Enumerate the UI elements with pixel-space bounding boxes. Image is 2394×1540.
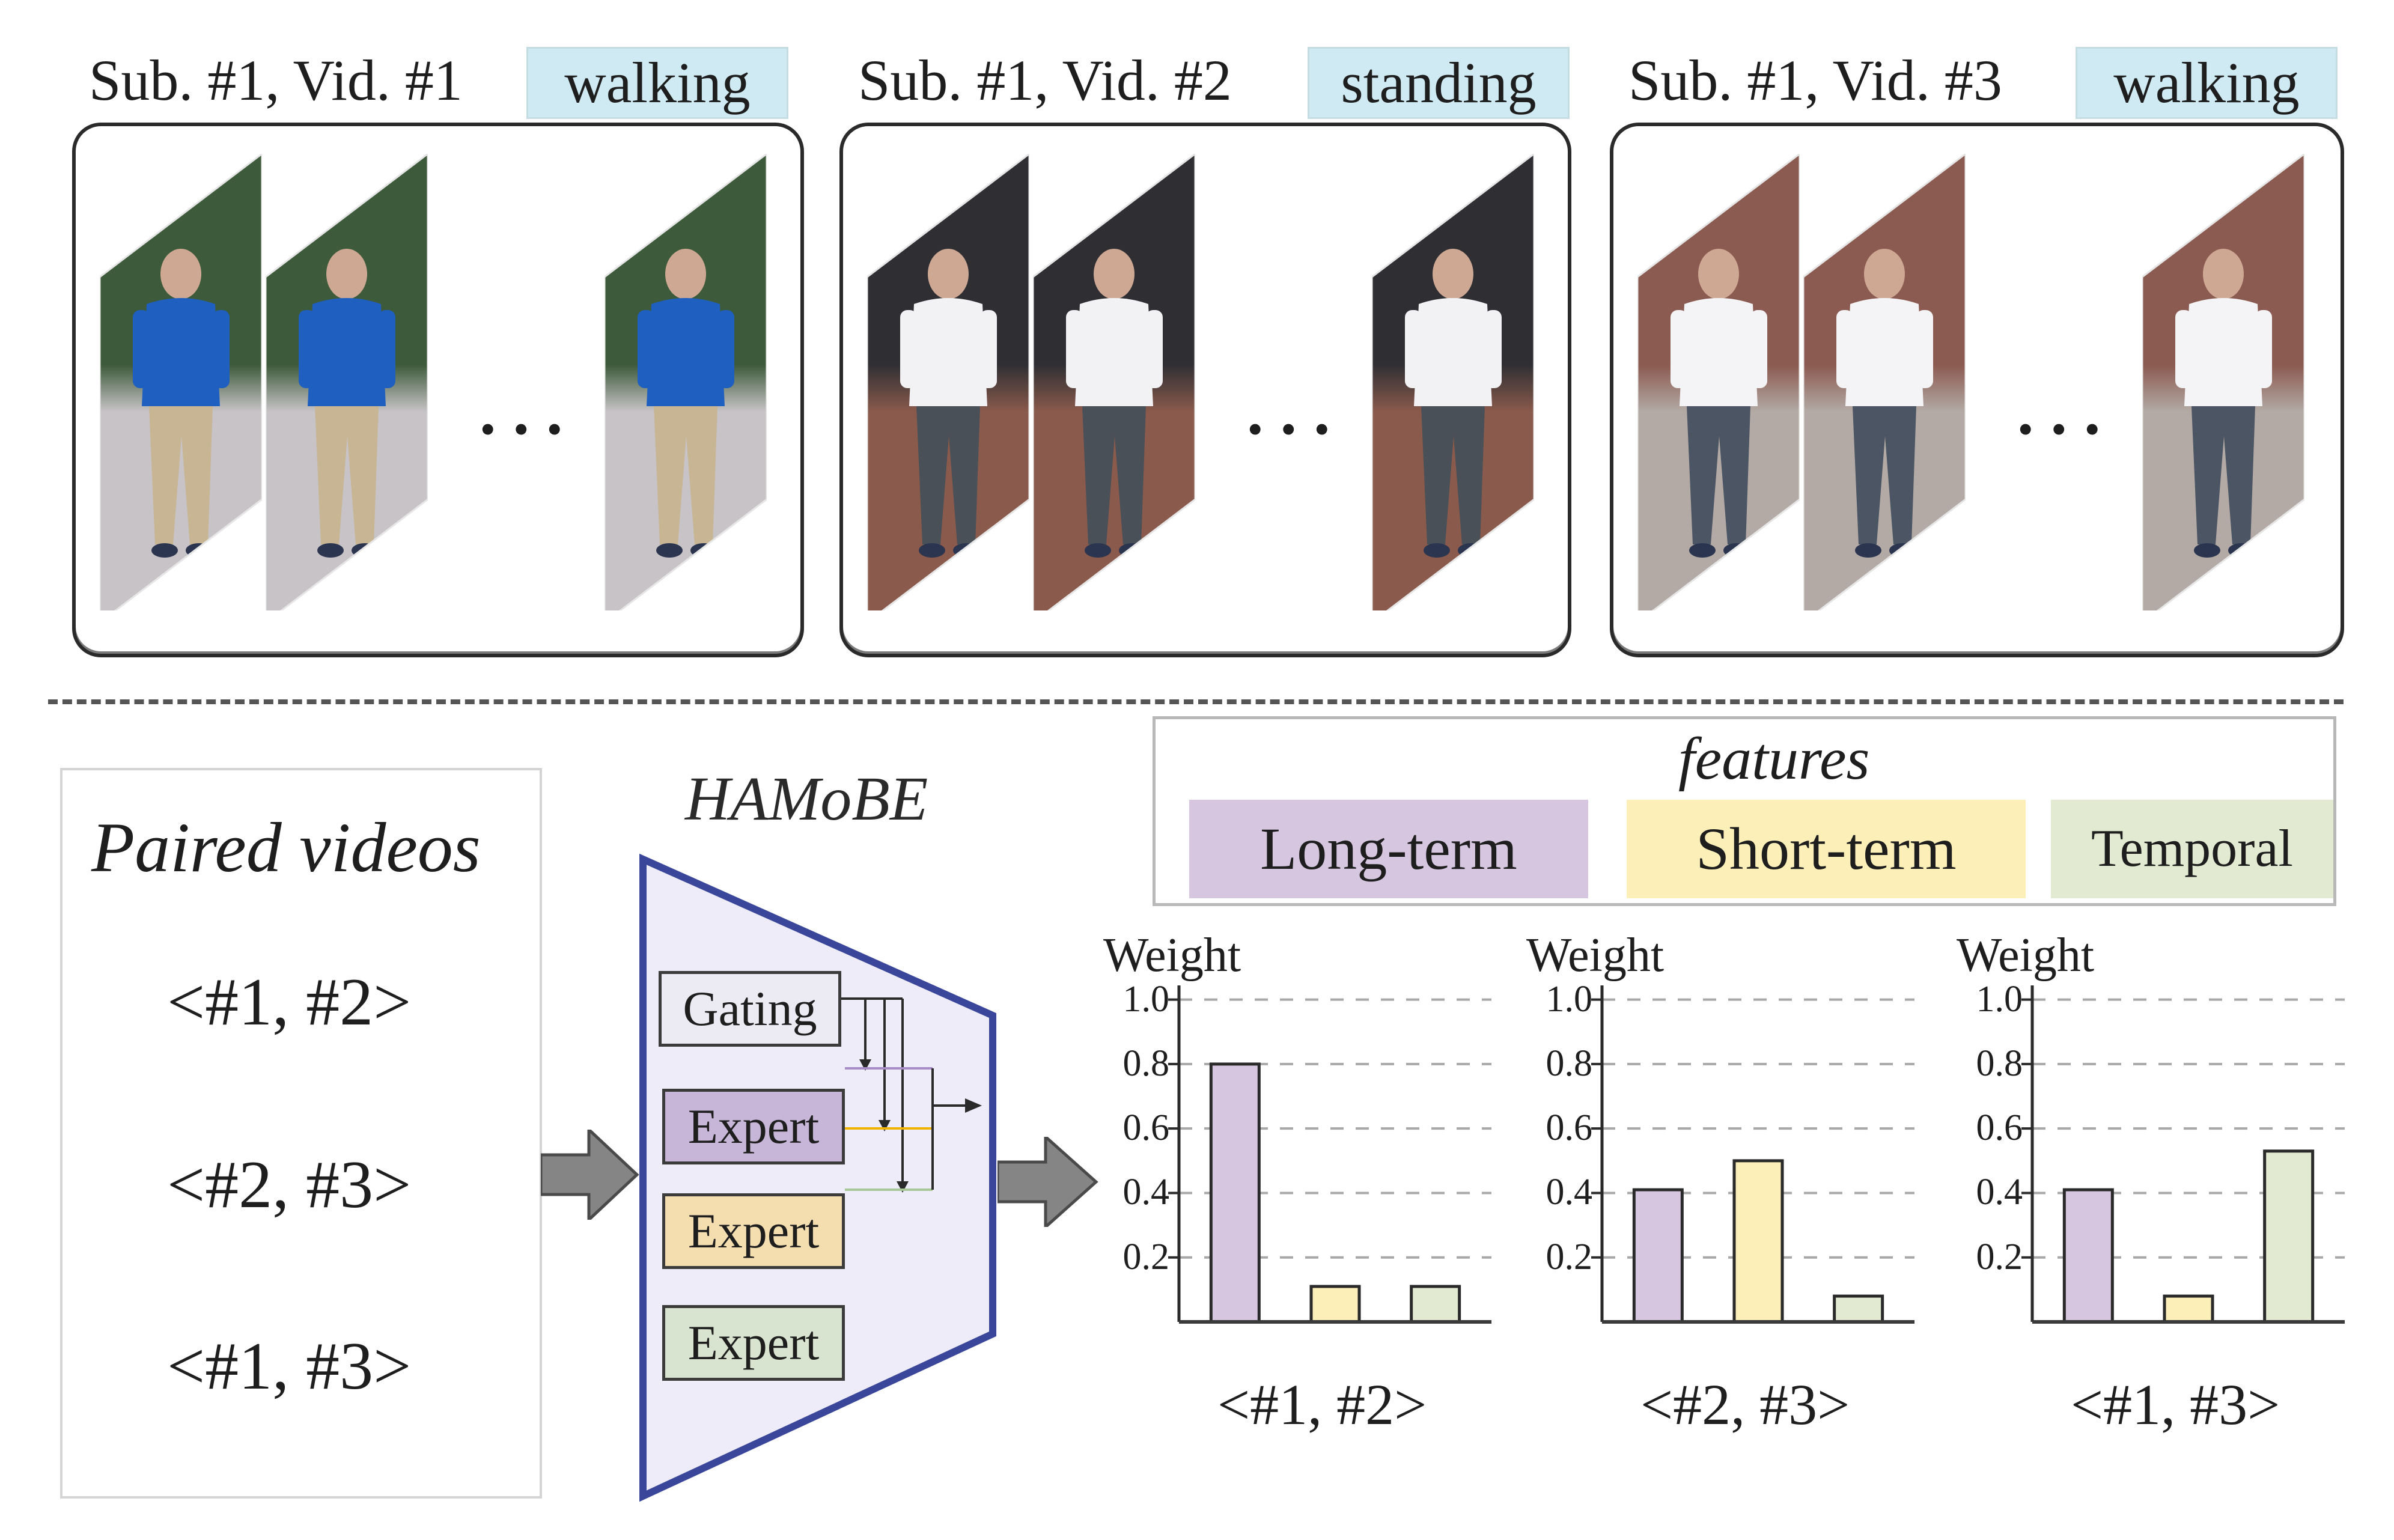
action-tag-1: walking xyxy=(526,47,788,119)
gating-module[interactable]: Gating xyxy=(659,971,841,1047)
output-arrow-icon xyxy=(998,1137,1098,1227)
pair-item-2[interactable]: <#2, #3> xyxy=(167,1148,412,1222)
video-frame xyxy=(1637,154,1800,610)
legend-title: features xyxy=(1678,725,1870,792)
bar-chart-plot xyxy=(1591,985,1914,1324)
paired-videos-title: Paired videos xyxy=(91,808,481,887)
bar-long-term xyxy=(2062,1188,2114,1324)
bar-short-term xyxy=(1309,1285,1361,1324)
ellipsis-3: ... xyxy=(2017,375,2118,448)
video-frame xyxy=(2142,154,2304,610)
y-tick-label: 0.4 xyxy=(1976,1172,2023,1213)
y-axis-label: Weight xyxy=(1957,929,2095,982)
y-tick-label: 0.8 xyxy=(1122,1042,1170,1084)
video-frame xyxy=(867,154,1029,610)
video-frame xyxy=(1803,154,1966,610)
video-panel-3[interactable]: ... xyxy=(1610,123,2344,657)
y-tick-label: 0.2 xyxy=(1122,1236,1170,1277)
legend-item-temporal: Temporal xyxy=(2051,800,2333,898)
video-frame xyxy=(1372,154,1534,610)
hamobe-title: HAMoBE xyxy=(685,764,928,833)
x-axis-label: <#1, #3> xyxy=(2071,1372,2280,1437)
y-tick-label: 0.6 xyxy=(1976,1107,2023,1149)
bar-temporal xyxy=(1410,1285,1461,1324)
y-axis-label: Weight xyxy=(1103,929,1241,982)
video-panel-2[interactable]: ... xyxy=(839,123,1571,657)
features-legend: features Long-term Short-term Temporal xyxy=(1153,716,2336,906)
bar-long-term xyxy=(1209,1062,1261,1324)
video-frame xyxy=(1033,154,1195,610)
y-tick-label: 0.4 xyxy=(1122,1172,1170,1213)
video-frame xyxy=(100,154,262,610)
y-tick-label: 0.6 xyxy=(1122,1107,1170,1149)
y-tick-label: 0.8 xyxy=(1976,1042,2023,1084)
ellipsis-1: ... xyxy=(480,375,580,448)
video-header-2: Sub. #1, Vid. #2 xyxy=(858,48,1232,112)
y-tick-label: 0.6 xyxy=(1546,1107,1593,1149)
gate-arrowhead-1 xyxy=(859,1059,871,1071)
paired-videos-box: Paired videos <#1, #2> <#2, #3> <#1, #3> xyxy=(60,768,542,1499)
video-panel-1[interactable]: ... xyxy=(72,123,804,657)
y-tick-label: 1.0 xyxy=(1976,978,2023,1020)
bar-chart-plot xyxy=(1168,985,1491,1324)
weight-chart-3: Weight 0.2 0.4 0.6 0.8 1.0 <#1, #3> xyxy=(1957,925,2377,1442)
legend-item-short-term: Short-term xyxy=(1627,800,2026,898)
hamobe-block xyxy=(639,853,996,1502)
video-header-1: Sub. #1, Vid. #1 xyxy=(89,48,463,112)
y-tick-label: 1.0 xyxy=(1122,978,1170,1020)
bar-chart-plot xyxy=(2021,985,2345,1324)
video-frame xyxy=(605,154,767,610)
bar-short-term xyxy=(1732,1159,1784,1324)
action-tag-3: walking xyxy=(2076,47,2338,119)
weight-chart-1: Weight 0.2 0.4 0.6 0.8 1.0 <#1, #2> xyxy=(1103,925,1524,1442)
expert-module-1[interactable]: Expert xyxy=(662,1089,845,1164)
x-axis-label: <#2, #3> xyxy=(1640,1372,1850,1437)
ellipsis-2: ... xyxy=(1247,375,1347,448)
y-tick-label: 0.2 xyxy=(1976,1236,2023,1277)
bar-temporal xyxy=(1833,1294,1884,1324)
weight-chart-2: Weight 0.2 0.4 0.6 0.8 1.0 <#2, #3> xyxy=(1526,925,1947,1442)
video-frame xyxy=(266,154,428,610)
pair-item-3[interactable]: <#1, #3> xyxy=(167,1329,412,1404)
gate-arrowhead-3 xyxy=(897,1181,909,1193)
video-header-3: Sub. #1, Vid. #3 xyxy=(1628,48,2002,112)
input-arrow-icon xyxy=(541,1130,639,1220)
bar-temporal xyxy=(2263,1149,2315,1324)
y-tick-label: 0.8 xyxy=(1546,1042,1593,1084)
y-tick-label: 0.2 xyxy=(1546,1236,1593,1277)
expert-module-3[interactable]: Expert xyxy=(662,1305,845,1381)
legend-item-long-term: Long-term xyxy=(1189,800,1588,898)
section-divider xyxy=(48,699,2344,704)
y-tick-label: 0.4 xyxy=(1546,1172,1593,1213)
hamobe-trapezoid xyxy=(639,853,996,1502)
bar-short-term xyxy=(2163,1294,2214,1324)
gate-arrowhead-2 xyxy=(879,1120,891,1131)
pair-item-1[interactable]: <#1, #2> xyxy=(167,965,412,1039)
bar-long-term xyxy=(1632,1188,1684,1324)
y-axis-label: Weight xyxy=(1526,929,1665,982)
combine-arrowhead xyxy=(965,1098,982,1113)
y-tick-label: 1.0 xyxy=(1546,978,1593,1020)
action-tag-2: standing xyxy=(1308,47,1570,119)
expert-module-2[interactable]: Expert xyxy=(662,1193,845,1269)
x-axis-label: <#1, #2> xyxy=(1217,1372,1427,1437)
